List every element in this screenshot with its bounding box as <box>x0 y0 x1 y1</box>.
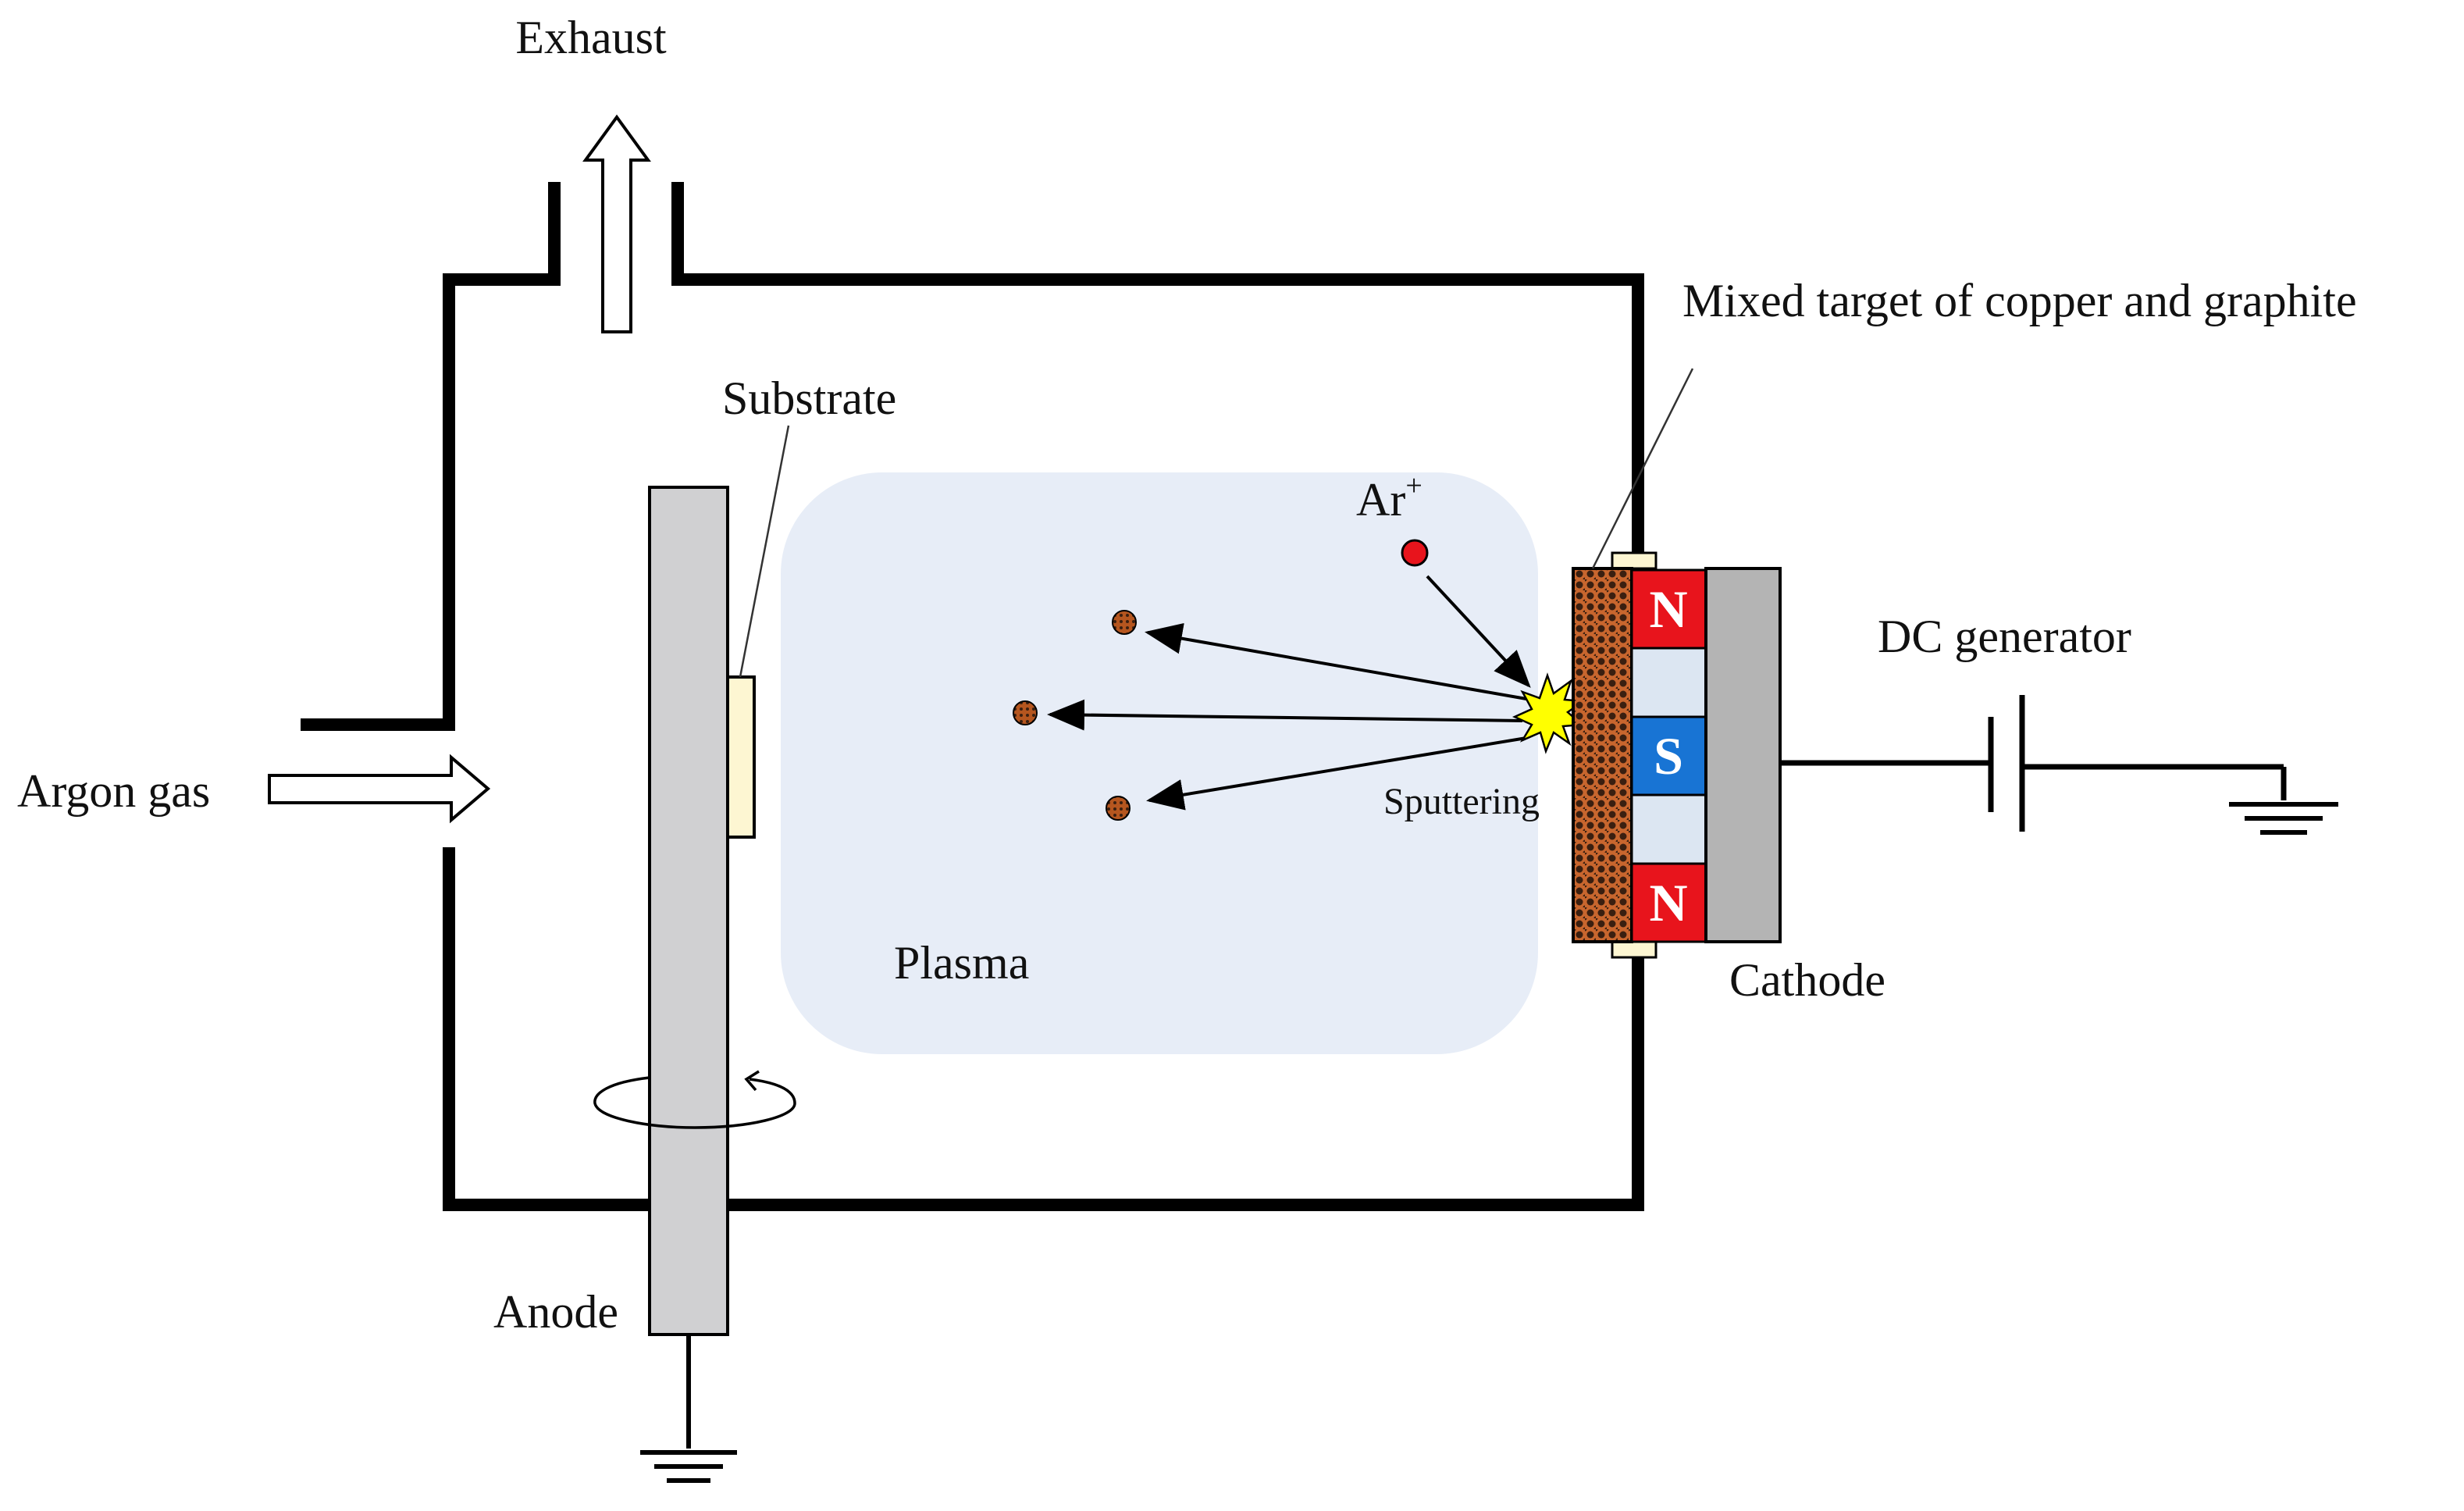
rotation-arrow-icon <box>593 1070 796 1129</box>
ground-symbol-icon <box>2229 802 2338 835</box>
magnet-spacer-top <box>1630 647 1707 718</box>
plasma-label: Plasma <box>894 937 1029 989</box>
mixed-target <box>1572 567 1633 943</box>
magnet-n-top-label: N <box>1649 579 1687 639</box>
chamber-wall-upper-left <box>301 182 561 731</box>
argon-gas-label: Argon gas <box>17 765 210 817</box>
magnet-n-top <box>1630 568 1707 650</box>
magnet-spacer-bottom <box>1630 793 1707 865</box>
ar-ion <box>1401 539 1429 567</box>
chamber-wall-top-right <box>671 182 1644 554</box>
exhaust-arrow-icon <box>582 114 651 333</box>
plasma-region <box>781 472 1538 1054</box>
sputter-arrow-bottom <box>1146 736 1527 811</box>
mixed-target-label: Mixed target of copper and graphite <box>1682 275 2357 326</box>
magnet-s-label: S <box>1654 726 1683 786</box>
vacuum-chamber <box>301 182 1644 1211</box>
chamber-wall-lower <box>443 847 1644 1211</box>
substrate-label: Substrate <box>722 372 896 424</box>
ar-ion-trajectory-arrow <box>1426 575 1531 688</box>
argon-gas-arrow-icon <box>268 754 491 824</box>
target-clamp-bottom <box>1611 940 1658 959</box>
substrate-leader-line <box>739 425 790 678</box>
magnet-s <box>1630 715 1707 796</box>
dc-generator-label: DC generator <box>1878 611 2131 662</box>
ar-ion-charge: + <box>1405 469 1422 502</box>
magnet-n-bottom-label: N <box>1649 873 1687 932</box>
sputtering-label: Sputtering <box>1383 781 1540 822</box>
dc-generator-circuit <box>1780 695 2287 832</box>
anode-label: Anode <box>493 1286 618 1338</box>
sputtered-particle-bottom <box>1106 796 1131 821</box>
spark-icon <box>1512 672 1586 754</box>
ground-symbol-icon <box>640 1450 737 1483</box>
substrate <box>726 675 756 839</box>
anode <box>648 486 729 1336</box>
sputter-arrow-middle <box>1047 699 1523 731</box>
sputtered-particle-middle <box>1013 700 1038 725</box>
cathode <box>1704 567 1782 943</box>
exhaust-label: Exhaust <box>515 12 667 63</box>
sputtered-particle-top <box>1112 610 1137 635</box>
magnet-n-bottom <box>1630 862 1707 943</box>
ar-ion-label: Ar+ <box>1356 469 1422 526</box>
cathode-label: Cathode <box>1729 954 1885 1006</box>
mixed-target-leader-line <box>1591 368 1694 569</box>
sputter-arrow-top <box>1145 622 1527 700</box>
target-clamp-top <box>1611 551 1658 570</box>
